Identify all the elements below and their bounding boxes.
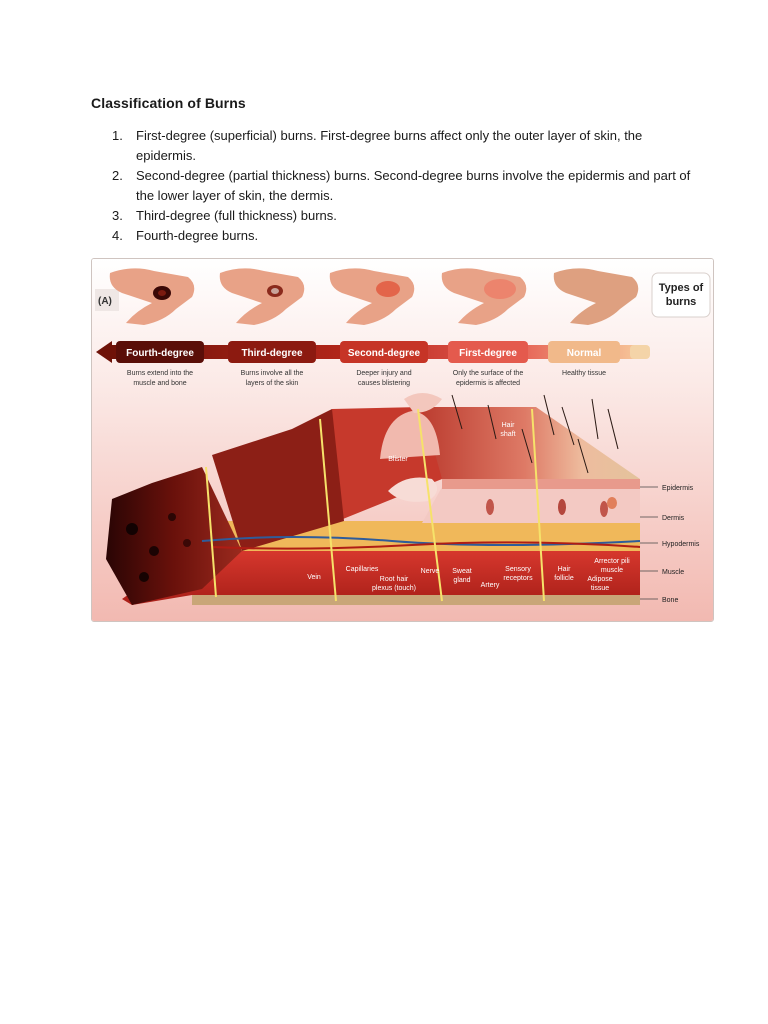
label-artery: Artery	[481, 582, 500, 589]
svg-text:First-degree: First-degree	[459, 348, 517, 359]
list-text: Third-degree (full thickness) burns.	[136, 208, 337, 223]
list-item: 2. Second-degree (partial thickness) burn…	[108, 166, 698, 206]
layer-label-hypodermis: Hypodermis	[662, 541, 700, 548]
label-arrector-1: Arrector pili	[594, 558, 630, 565]
degree-desc-fourth-1: Burns extend into the	[127, 370, 193, 377]
list-number: 3.	[112, 208, 123, 223]
types-label-line1: Types of	[659, 282, 704, 294]
layer-label-muscle: Muscle	[662, 569, 684, 576]
degree-desc-normal-1: Healthy tissue	[562, 370, 606, 377]
skin-cross-section	[106, 393, 641, 605]
label-adipose-1: Adipose	[587, 576, 612, 583]
svg-text:Fourth-degree: Fourth-degree	[126, 348, 194, 359]
panel-label-box	[95, 289, 119, 311]
hand-normal	[553, 268, 639, 325]
degree-tab-fourth: Fourth-degree	[116, 341, 204, 363]
svg-text:Second-degree: Second-degree	[348, 348, 421, 359]
hand-first-degree	[441, 268, 527, 325]
svg-text:Third-degree: Third-degree	[241, 348, 303, 359]
svg-text:Normal: Normal	[567, 348, 602, 359]
degree-desc-first-1: Only the surface of the	[453, 370, 524, 377]
list-number: 2.	[112, 168, 123, 183]
burn-types-figure: (A) Types of burns Fourth-degree Third-d…	[91, 258, 714, 622]
hand-second-degree	[329, 268, 415, 325]
label-hair-shaft-1: Hair	[502, 422, 516, 429]
label-hair-follicle-2: follicle	[554, 575, 574, 582]
list-item: 1. First-degree (superficial) burns. Firs…	[108, 126, 698, 166]
label-root-hair-2: plexus (touch)	[372, 585, 416, 592]
degree-tab-third: Third-degree	[228, 341, 316, 363]
label-sensory-1: Sensory	[505, 566, 531, 573]
degree-desc-third-1: Burns involve all the	[241, 370, 304, 377]
label-hair-follicle-1: Hair	[558, 566, 572, 573]
label-hair-shaft-2: shaft	[500, 431, 515, 438]
label-adipose-2: tissue	[591, 585, 609, 592]
list-text: First-degree (superficial) burns. First-…	[136, 128, 643, 163]
label-vein: Vein	[307, 574, 321, 581]
panel-label: (A)	[98, 296, 112, 307]
structure-labels: Hair shaft Blister Vein Capillaries Root…	[307, 422, 630, 592]
label-blister: Blister	[388, 456, 408, 463]
degree-desc-third-2: layers of the skin	[246, 380, 299, 387]
page-title: Classification of Burns	[91, 95, 246, 111]
list-text: Fourth-degree burns.	[136, 228, 259, 243]
types-label-box	[651, 272, 711, 318]
list-number: 1.	[112, 128, 123, 143]
degree-desc-second-1: Deeper injury and	[356, 370, 411, 377]
list-number: 4.	[112, 228, 123, 243]
label-capillaries: Capillaries	[346, 566, 379, 573]
label-arrector-2: muscle	[601, 567, 623, 574]
degree-tab-first: First-degree	[448, 341, 528, 363]
label-sweat-gland-2: gland	[453, 577, 470, 584]
label-sweat-gland-1: Sweat	[452, 568, 472, 575]
label-sensory-2: receptors	[503, 575, 533, 582]
degree-tab-second: Second-degree	[340, 341, 428, 363]
label-nerve: Nerve	[421, 568, 440, 575]
burn-classification-list: 1. First-degree (superficial) burns. Firs…	[108, 126, 698, 246]
types-label-line2: burns	[666, 296, 697, 308]
layer-label-bone: Bone	[662, 597, 678, 604]
layer-label-dermis: Dermis	[662, 515, 685, 522]
layer-label-epidermis: Epidermis	[662, 485, 694, 492]
degree-desc-second-2: causes blistering	[358, 380, 410, 387]
hand-fourth-degree	[109, 268, 195, 325]
degree-desc-fourth-2: muscle and bone	[133, 380, 186, 387]
label-root-hair-1: Root hair	[380, 576, 409, 583]
degree-desc-first-2: epidermis is affected	[456, 380, 520, 387]
list-text: Second-degree (partial thickness) burns.…	[136, 168, 691, 203]
list-item: 4. Fourth-degree burns.	[108, 226, 698, 246]
hand-third-degree	[219, 268, 305, 325]
layer-labels: Epidermis Dermis Hypodermis Muscle Bone	[640, 485, 700, 604]
list-item: 3. Third-degree (full thickness) burns.	[108, 206, 698, 226]
degree-tab-normal: Normal	[548, 341, 620, 363]
